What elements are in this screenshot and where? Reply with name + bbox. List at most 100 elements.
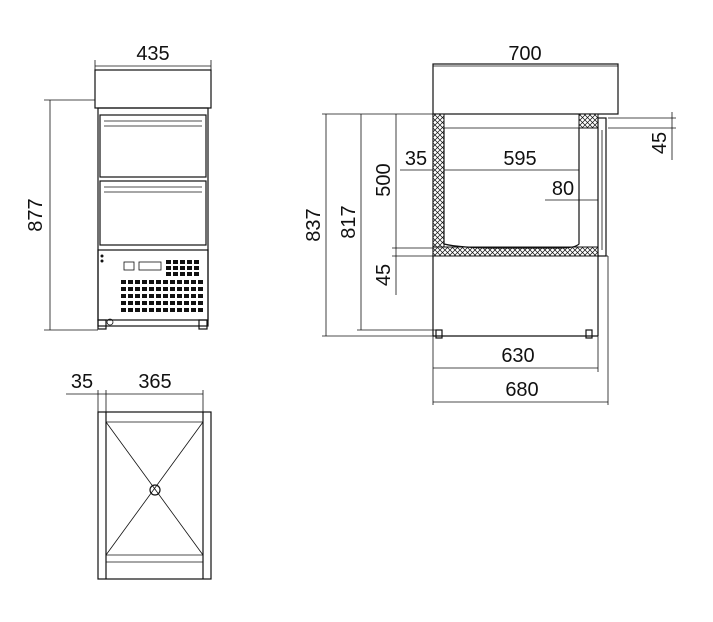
grille-slot xyxy=(156,280,161,284)
grille-slot xyxy=(184,308,189,312)
insulation-left-wall xyxy=(432,113,445,255)
grille-slot xyxy=(163,280,168,284)
grille-slot xyxy=(121,280,126,284)
grille-slot xyxy=(184,301,189,305)
grille-slot xyxy=(187,260,192,264)
grille-slot xyxy=(128,294,133,298)
top-width-label: 365 xyxy=(138,371,171,393)
grille-slot xyxy=(191,301,196,305)
side-view: 700 45 837 817 500 45 35 595 80 xyxy=(303,43,676,405)
grille-slot xyxy=(156,294,161,298)
grille-slot xyxy=(194,266,199,270)
grille-slot xyxy=(170,280,175,284)
side-body-height-label: 817 xyxy=(338,205,360,238)
grille-slot xyxy=(163,301,168,305)
grille-slot xyxy=(198,308,203,312)
grille-slot xyxy=(194,260,199,264)
grille-slot xyxy=(142,308,147,312)
side-inner-height-label: 500 xyxy=(373,163,395,196)
grille-slot xyxy=(163,287,168,291)
grille-slot xyxy=(121,301,126,305)
grille-slot xyxy=(166,260,171,264)
grille-slot xyxy=(128,280,133,284)
grille-slot xyxy=(198,280,203,284)
grille-slot xyxy=(198,301,203,305)
grille-slot xyxy=(128,308,133,312)
grille-slot xyxy=(170,301,175,305)
grille-slot xyxy=(121,308,126,312)
side-depth-label: 630 xyxy=(501,345,534,367)
drawer-lower xyxy=(99,180,207,246)
grille-slot xyxy=(191,287,196,291)
grille-slot xyxy=(149,301,154,305)
drain-hole xyxy=(149,484,161,496)
grille-slot xyxy=(184,280,189,284)
grille-slot xyxy=(187,272,192,276)
front-width-label: 435 xyxy=(136,43,169,65)
grille-slot xyxy=(156,301,161,305)
grille-slot xyxy=(180,266,185,270)
drain-plug xyxy=(106,318,114,326)
front-height-label: 877 xyxy=(25,198,47,231)
grille-slot xyxy=(166,266,171,270)
grille-slot xyxy=(149,294,154,298)
side-base-height-label: 45 xyxy=(373,264,395,286)
grille-slot xyxy=(142,287,147,291)
grille-slot xyxy=(135,301,140,305)
compressor-panel xyxy=(97,249,209,321)
side-overall-depth-label: 680 xyxy=(505,379,538,401)
top-side-label: 35 xyxy=(71,371,93,393)
grille-slot xyxy=(149,280,154,284)
grille-slot xyxy=(135,280,140,284)
grille-slot xyxy=(198,287,203,291)
grille-slot xyxy=(187,266,192,270)
grille-slot xyxy=(184,287,189,291)
grille-slot xyxy=(177,308,182,312)
grille-slot xyxy=(194,272,199,276)
grille-slot xyxy=(156,287,161,291)
grille-slot xyxy=(142,280,147,284)
insulation-top-right xyxy=(578,113,599,129)
grille-slot xyxy=(177,287,182,291)
grille-slot xyxy=(191,294,196,298)
indicator-dot xyxy=(100,254,104,258)
grille-slot xyxy=(177,294,182,298)
side-overall-height-label: 837 xyxy=(303,208,325,241)
grille-slot xyxy=(173,272,178,276)
display-panel xyxy=(123,261,135,271)
top-view: 35 365 xyxy=(66,371,212,580)
side-top-offset-label: 45 xyxy=(649,132,671,154)
grille-slot xyxy=(184,294,189,298)
grille-slot xyxy=(166,272,171,276)
grille-slot xyxy=(177,301,182,305)
grille-slot xyxy=(149,287,154,291)
ventilation-grille xyxy=(121,260,203,312)
drawer-upper xyxy=(99,114,207,178)
grille-slot xyxy=(191,280,196,284)
grille-slot xyxy=(121,287,126,291)
grille-slot xyxy=(170,308,175,312)
grille-slot xyxy=(149,308,154,312)
side-top-width-label: 700 xyxy=(508,43,541,65)
grille-slot xyxy=(170,287,175,291)
grille-slot xyxy=(173,260,178,264)
grille-slot xyxy=(198,294,203,298)
side-wall-label: 35 xyxy=(405,148,427,170)
grille-slot xyxy=(128,287,133,291)
grille-slot xyxy=(135,287,140,291)
grille-slot xyxy=(180,272,185,276)
grille-slot xyxy=(142,294,147,298)
side-inner-width-label: 595 xyxy=(503,148,536,170)
side-door-label: 80 xyxy=(552,178,574,200)
grille-slot xyxy=(121,294,126,298)
grille-slot xyxy=(173,266,178,270)
grille-slot xyxy=(135,294,140,298)
grille-slot xyxy=(156,308,161,312)
grille-slot xyxy=(177,280,182,284)
grille-slot xyxy=(163,294,168,298)
grille-slot xyxy=(180,260,185,264)
grille-slot xyxy=(128,301,133,305)
grille-slot xyxy=(142,301,147,305)
grille-slot xyxy=(191,308,196,312)
